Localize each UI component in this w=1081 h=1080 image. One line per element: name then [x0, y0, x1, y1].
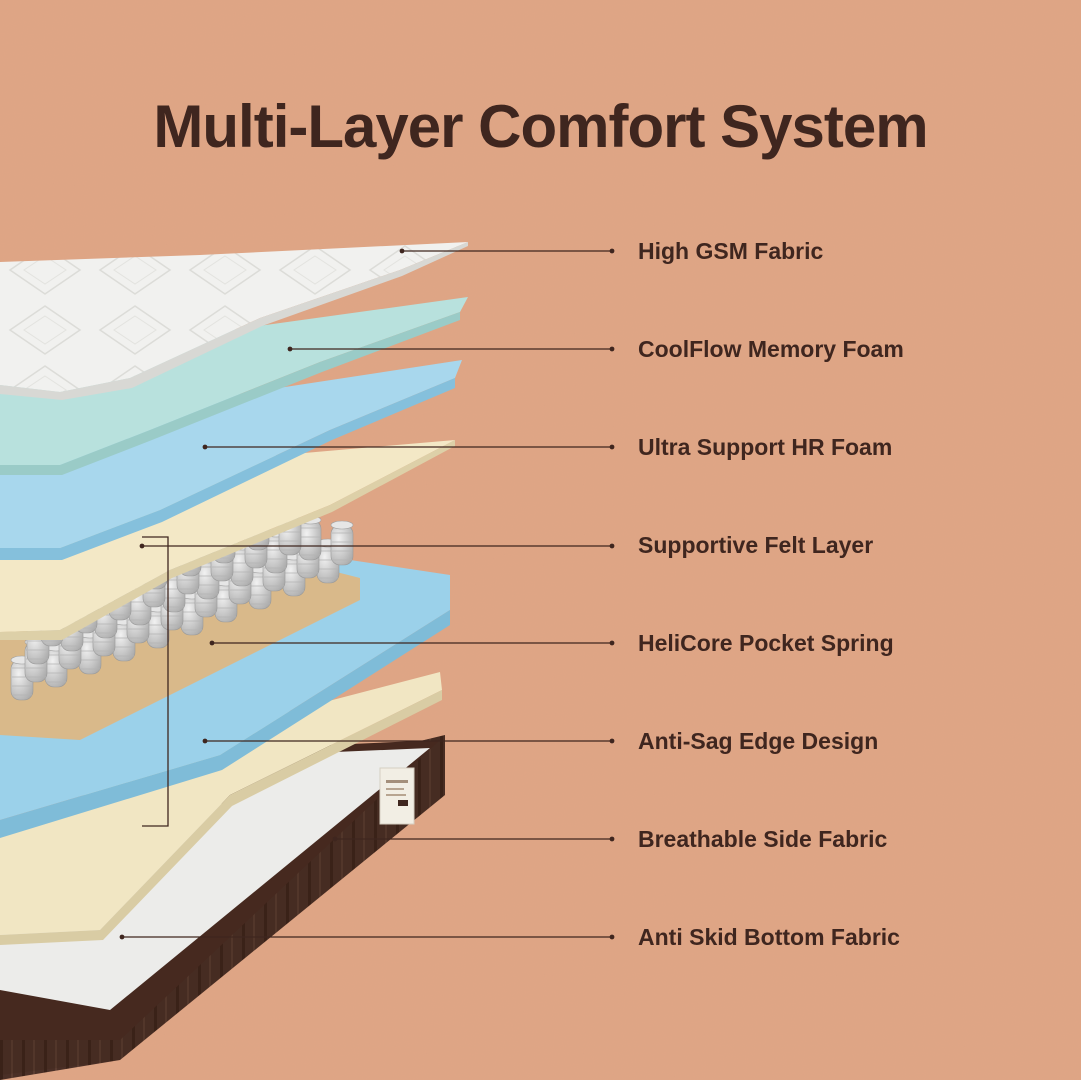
spring-coil: [330, 520, 354, 566]
label-helicore-pocket-spring: HeliCore Pocket Spring: [638, 630, 894, 656]
leader-dot: [609, 934, 615, 940]
anti-skid-bottom-fabric: [0, 748, 430, 1010]
felt-layer-lower: [0, 672, 442, 935]
leader-dot: [609, 444, 615, 450]
leader-dot: [287, 346, 293, 352]
leader-dot: [609, 836, 615, 842]
leader-dot: [209, 640, 215, 646]
label-supportive-felt-layer: Supportive Felt Layer: [638, 532, 874, 558]
spring-bracket: [142, 536, 169, 827]
leader-dot: [332, 836, 338, 842]
mattress-base: [0, 735, 445, 1080]
leader-dot: [609, 640, 615, 646]
hr-foam-layer: [0, 360, 462, 548]
high-gsm-fabric-layer: [0, 242, 468, 392]
coolflow-memory-foam-layer: [0, 297, 468, 465]
leader-dot: [139, 543, 145, 549]
leader-dot: [609, 543, 615, 549]
leader-lines: [119, 248, 615, 940]
page-title: Multi-Layer Comfort System: [153, 93, 928, 160]
leader-dot: [609, 346, 615, 352]
label-high-gsm-fabric: High GSM Fabric: [638, 238, 824, 264]
leader-dot: [399, 248, 405, 254]
leader-dot: [119, 934, 125, 940]
label-coolflow-memory-foam: CoolFlow Memory Foam: [638, 336, 904, 362]
label-breathable-side-fabric: Breathable Side Fabric: [638, 826, 888, 852]
leader-dot: [609, 738, 615, 744]
label-anti-sag-edge-design: Anti-Sag Edge Design: [638, 728, 879, 754]
label-ultra-support-hr-foam: Ultra Support HR Foam: [638, 434, 893, 460]
leader-dot: [609, 248, 615, 254]
label-anti-skid-bottom-fabric: Anti Skid Bottom Fabric: [638, 924, 900, 950]
leader-dot: [202, 738, 208, 744]
leader-dot: [202, 444, 208, 450]
